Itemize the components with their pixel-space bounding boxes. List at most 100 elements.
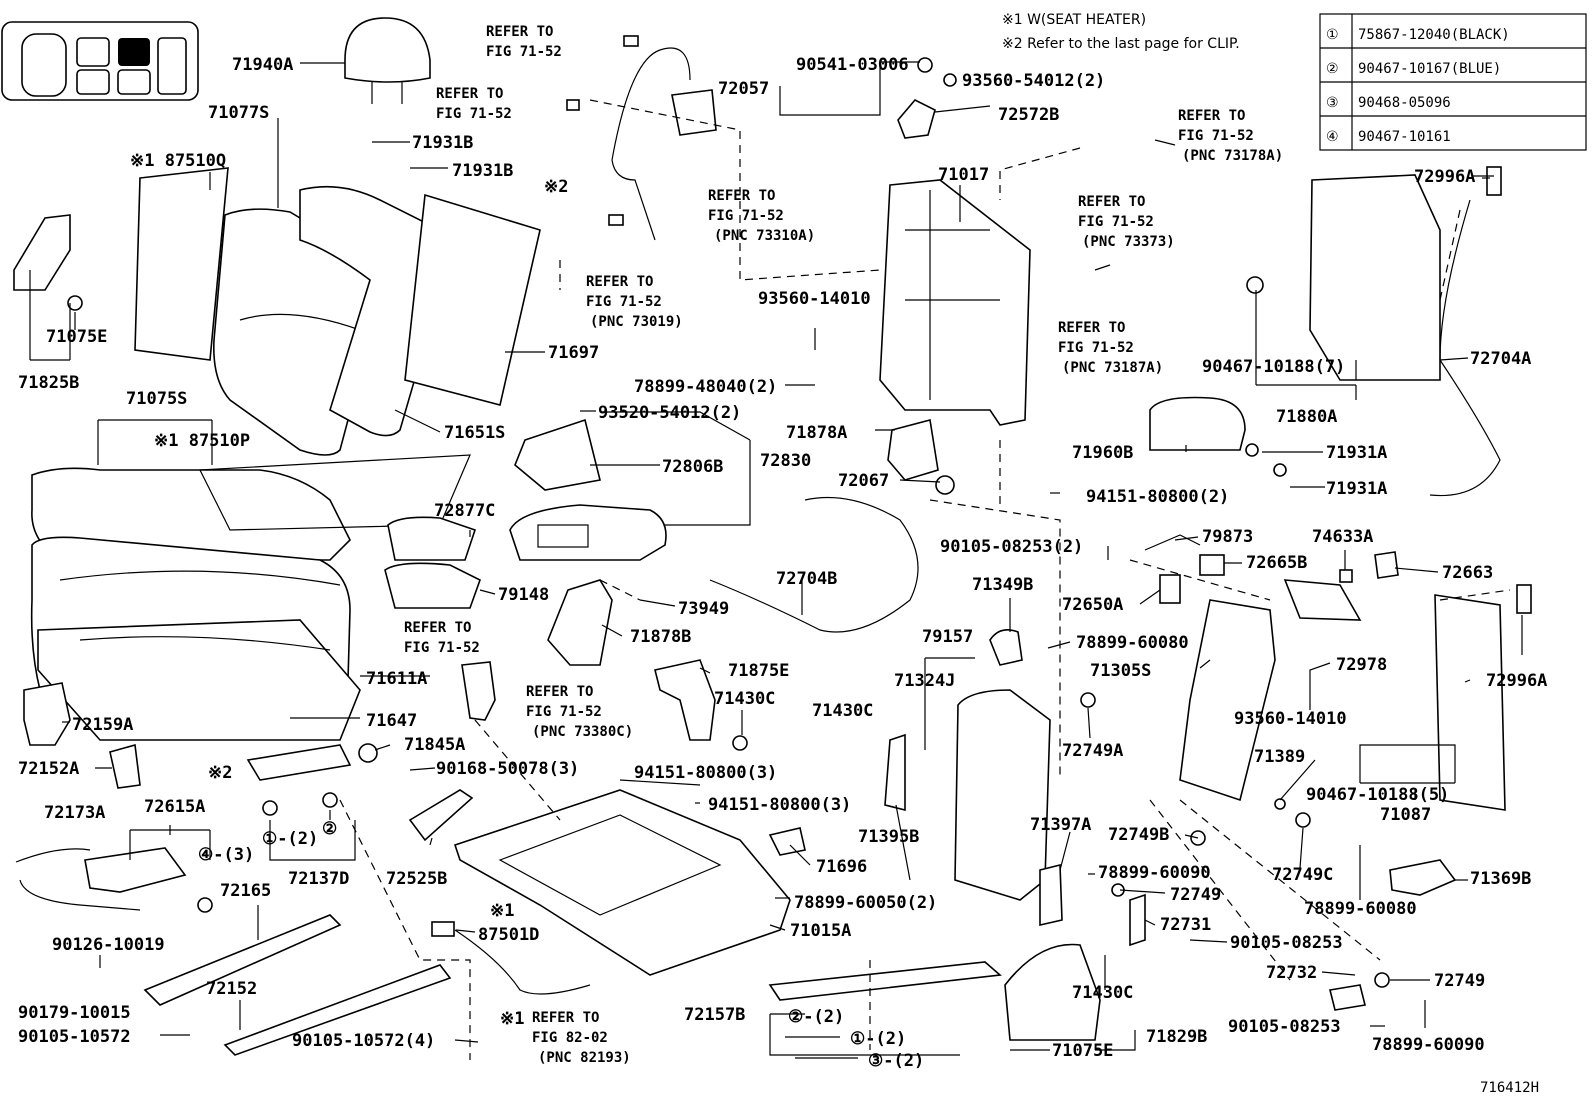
ref5-line1: REFER TO	[1078, 194, 1145, 210]
label-c2: ②	[322, 819, 337, 839]
label-71017: 71017	[938, 165, 989, 185]
ref8-line1: REFER TO	[404, 620, 471, 636]
label-72749C: 72749C	[1272, 865, 1333, 885]
armrest-72806B	[514, 418, 601, 491]
label-78899-60080-a: 78899-60080	[1076, 633, 1189, 653]
ref5-line3: (PNC 73373)	[1082, 234, 1175, 250]
legend-table: ① 75867-12040(BLACK) ② 90467-10167(BLUE)…	[1319, 13, 1587, 151]
refer-blocks: REFER TO FIG 71-52 REFER TO FIG 71-52 RE…	[404, 24, 1283, 1066]
ref6-line3: (PNC 73178A)	[1182, 148, 1283, 164]
label-71075S: 71075S	[126, 389, 187, 409]
label-72830: 72830	[760, 451, 811, 471]
label-71880A: 71880A	[1276, 407, 1337, 427]
label-71696: 71696	[816, 857, 867, 877]
cover-72157B	[768, 961, 1002, 1001]
label-71960B: 71960B	[1072, 443, 1133, 463]
label-90105-08253-a: 90105-08253	[1230, 933, 1343, 953]
ref4-line3: (PNC 73019)	[590, 314, 683, 330]
leader-lines	[29, 61, 1523, 1059]
cover-71369B	[1389, 859, 1457, 896]
label-71015A: 71015A	[790, 921, 851, 941]
label-72978: 72978	[1336, 655, 1387, 675]
label-72749B: 72749B	[1108, 825, 1169, 845]
label-71389: 71389	[1254, 747, 1305, 767]
seat-frame-71015A	[453, 789, 791, 976]
legend-num-3: ③	[1326, 95, 1339, 111]
label-71430C-b: 71430C	[812, 701, 873, 721]
label-87501D: 87501D	[478, 925, 539, 945]
ref10-line3: (PNC 82193)	[538, 1050, 631, 1066]
label-78899-60090-b: 78899-60090	[1372, 1035, 1485, 1055]
cover-72525B	[408, 789, 474, 842]
label-72159A: 72159A	[72, 715, 133, 735]
legend-num-4: ④	[1326, 129, 1339, 145]
ref3-line2: FIG 71-52	[708, 208, 784, 224]
bracket-71875E	[654, 659, 716, 741]
cover-72137D	[246, 744, 352, 781]
label-72732: 72732	[1266, 963, 1317, 983]
legend-part-2: 90467-10167(BLUE)	[1358, 61, 1501, 77]
label-72152A: 72152A	[18, 759, 79, 779]
label-71075E-b: 71075E	[1052, 1041, 1113, 1061]
ref1-line2: FIG 71-52	[486, 44, 562, 60]
ref10-line2: FIG 82-02	[532, 1030, 608, 1046]
label-87510Q: ※1 87510Q	[130, 151, 226, 171]
label-90105-10572-a: 90105-10572	[18, 1027, 131, 1047]
headrest-71940A	[344, 17, 431, 83]
label-71829B: 71829B	[1146, 1027, 1207, 1047]
label-71075E-a: 71075E	[46, 327, 107, 347]
label-71845A: 71845A	[404, 735, 465, 755]
label-72057: 72057	[718, 79, 769, 99]
label-x2-top: ※2	[544, 177, 568, 197]
label-90105-08253-b: 90105-08253	[1228, 1017, 1341, 1037]
cover-71349B	[989, 629, 1023, 666]
cover-72978	[1283, 579, 1362, 621]
label-c3-2: ③-(2)	[868, 1051, 924, 1071]
label-72749-b: 72749	[1434, 971, 1485, 991]
label-x1-87501D: ※1	[490, 901, 514, 921]
label-78899-60090-a: 78899-60090	[1098, 863, 1211, 883]
label-90467-10188-7: 90467-10188(7)	[1202, 357, 1345, 377]
bracket-72572B	[897, 99, 936, 139]
label-90126-10019: 90126-10019	[52, 935, 165, 955]
label-x1-ref: ※1	[500, 1009, 524, 1029]
label-72572B: 72572B	[998, 105, 1059, 125]
ref10-line1: REFER TO	[532, 1010, 599, 1026]
ref2-line2: FIG 71-52	[436, 106, 512, 122]
label-c1-2-b: ①-(2)	[850, 1029, 906, 1049]
cover-71829B	[1004, 943, 1101, 1041]
cover-72159A	[23, 682, 71, 746]
ref9-line2: FIG 71-52	[526, 704, 602, 720]
label-71395B: 71395B	[858, 827, 919, 847]
label-90467-10188-5: 90467-10188(5)	[1306, 785, 1449, 805]
side-cover-79157	[954, 689, 1051, 901]
dashed-assembly-lines	[339, 99, 1511, 1060]
label-71825B: 71825B	[18, 373, 79, 393]
label-x2-bottom: ※2	[208, 763, 232, 783]
headrest-71960B	[1149, 396, 1246, 451]
label-94151-80800-a: 94151-80800(2)	[1086, 487, 1229, 507]
cover-71878A	[887, 419, 939, 481]
pad-72877C	[387, 516, 477, 561]
figure-id: 716412H	[1480, 1080, 1539, 1096]
label-71430C-a: 71430C	[714, 689, 775, 709]
legend-part-3: 90468-05096	[1358, 95, 1451, 111]
cover-72152A	[109, 743, 141, 789]
label-90105-08253-c: 90105-08253(2)	[940, 537, 1083, 557]
label-74633A: 74633A	[1312, 527, 1373, 547]
seatback-frame	[879, 179, 1031, 426]
label-72615A: 72615A	[144, 797, 205, 817]
part-drawings	[13, 17, 1532, 1056]
label-72749A: 72749A	[1062, 741, 1123, 761]
ref6-line1: REFER TO	[1178, 108, 1245, 124]
ref9-line1: REFER TO	[526, 684, 593, 700]
back-board-71880A	[1309, 174, 1441, 381]
ref9-line3: (PNC 73380C)	[532, 724, 633, 740]
cover-71397A	[1039, 863, 1063, 927]
label-71611A: 71611A	[366, 669, 427, 689]
buckle	[461, 661, 496, 721]
label-72749-a: 72749	[1170, 885, 1221, 905]
ref8-line2: FIG 71-52	[404, 640, 480, 656]
note-seat-heater: ※1 W(SEAT HEATER)	[1002, 12, 1146, 28]
legend-part-4: 90467-10161	[1358, 129, 1451, 145]
